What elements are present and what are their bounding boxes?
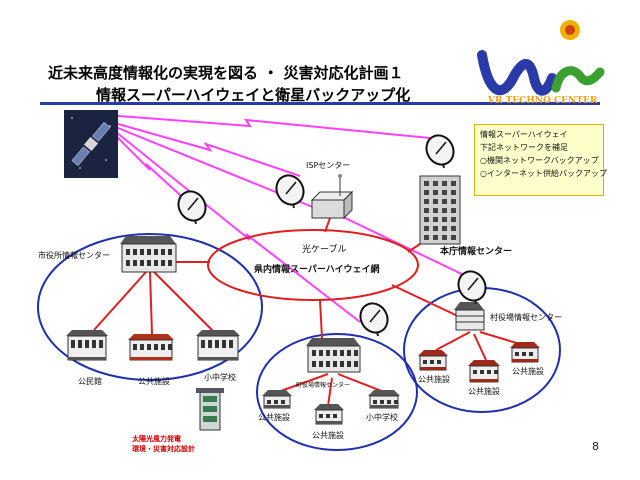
beam-to-hq bbox=[117, 115, 431, 139]
city-center-building bbox=[120, 236, 177, 273]
beam-to-city bbox=[111, 131, 191, 205]
info-line-4: ○インターネット供給バックアップ bbox=[480, 169, 607, 178]
link-town-school bbox=[337, 373, 385, 393]
highway-network-label: 県内情報スーパーハイウェイ網 bbox=[254, 265, 380, 275]
village-center-building bbox=[454, 302, 485, 331]
town-facility-label-2: 公共施設 bbox=[312, 431, 344, 440]
link-village-f3 bbox=[479, 331, 521, 345]
town-facility-label-1: 公共施設 bbox=[258, 413, 290, 422]
link-village bbox=[391, 284, 463, 319]
town-ring bbox=[256, 333, 418, 451]
city-facility-label: 公共施設 bbox=[138, 377, 170, 386]
village-facility-label-3: 公共施設 bbox=[512, 367, 544, 376]
link-city-hall bbox=[93, 271, 147, 331]
slide-title-line1: 近未来高度情報化の実現を図る ・ 災害対応化計画１ bbox=[48, 64, 404, 82]
link-town-f2 bbox=[327, 377, 333, 407]
dish-antenna-icon bbox=[457, 270, 487, 305]
title-underline bbox=[40, 102, 600, 105]
city-school-label: 小中学校 bbox=[204, 373, 236, 382]
link-city-facility bbox=[149, 271, 153, 335]
hq-building bbox=[419, 175, 461, 245]
highway-ring bbox=[207, 229, 419, 301]
solar-tower bbox=[196, 388, 224, 431]
isp-center-building bbox=[310, 174, 354, 220]
info-box: 情報スーパーハイウェイ 下記ネットワークを補足 ○機関ネットワークバックアップ … bbox=[474, 124, 607, 196]
satellite-image bbox=[64, 110, 118, 178]
facility-building-icon bbox=[314, 404, 344, 425]
solar-note: 太陽光風力発電 環境・災害対応設計 bbox=[132, 434, 195, 454]
city-community-hall-label: 公民館 bbox=[78, 377, 102, 386]
slide-title-line2: 情報スーパーハイウェイと衛星バックアップ化 bbox=[96, 86, 411, 104]
info-line-3: ○機関ネットワークバックアップ bbox=[480, 156, 599, 165]
facility-building-icon bbox=[368, 390, 400, 409]
dish-antenna-icon bbox=[275, 174, 305, 209]
village-facility-label-1: 公共施設 bbox=[418, 375, 450, 384]
dish-antenna-icon bbox=[425, 134, 455, 169]
fiber-cable-label: 光ケーブル bbox=[302, 245, 347, 255]
facility-building-icon bbox=[418, 350, 448, 371]
hq-center-label: 本庁情報センター bbox=[440, 247, 513, 257]
city-ring bbox=[37, 233, 263, 381]
dish-antennas bbox=[177, 134, 487, 337]
page-number: 8 bbox=[592, 440, 599, 453]
isp-center-label: ISPセンター bbox=[306, 161, 351, 170]
link-hq bbox=[407, 243, 421, 253]
city-center-label: 市役所情報センター bbox=[38, 251, 110, 260]
town-school-label: 小中学校 bbox=[366, 413, 398, 422]
facility-buildings bbox=[66, 330, 540, 425]
town-center-building bbox=[306, 338, 361, 373]
solar-note-line1: 太陽光風力発電 bbox=[132, 435, 181, 443]
town-center-label: 町役場情報センター bbox=[296, 382, 351, 389]
facility-building-icon bbox=[66, 330, 108, 361]
beam-to-isp bbox=[117, 123, 301, 177]
link-village-f1 bbox=[435, 331, 471, 351]
dish-antenna-icon bbox=[359, 302, 389, 337]
logo-caption: VR TECHNO CENTER bbox=[488, 96, 598, 106]
dish-antenna-icon bbox=[177, 190, 207, 225]
vr-logo bbox=[477, 20, 605, 96]
facility-building-icon bbox=[510, 342, 540, 363]
info-line-2: 下記ネットワークを補足 bbox=[480, 143, 568, 152]
solar-note-line2: 環境・災害対応設計 bbox=[132, 445, 195, 453]
highway-links bbox=[93, 217, 521, 407]
link-isp bbox=[324, 217, 331, 233]
link-village-f2 bbox=[473, 333, 487, 361]
info-line-1: 情報スーパーハイウェイ bbox=[480, 130, 568, 139]
link-town-f1 bbox=[277, 373, 329, 393]
link-town bbox=[319, 299, 323, 339]
village-facility-label-2: 公共施設 bbox=[468, 387, 500, 396]
village-center-label: 村役場情報センター bbox=[490, 313, 562, 322]
facility-building-icon bbox=[196, 330, 240, 361]
satellite-beams bbox=[111, 115, 471, 323]
facility-building-icon bbox=[262, 390, 292, 409]
facility-building-icon bbox=[468, 360, 500, 383]
link-city-school bbox=[153, 271, 215, 333]
facility-building-icon bbox=[128, 334, 174, 361]
sunflower-icon bbox=[560, 20, 580, 40]
